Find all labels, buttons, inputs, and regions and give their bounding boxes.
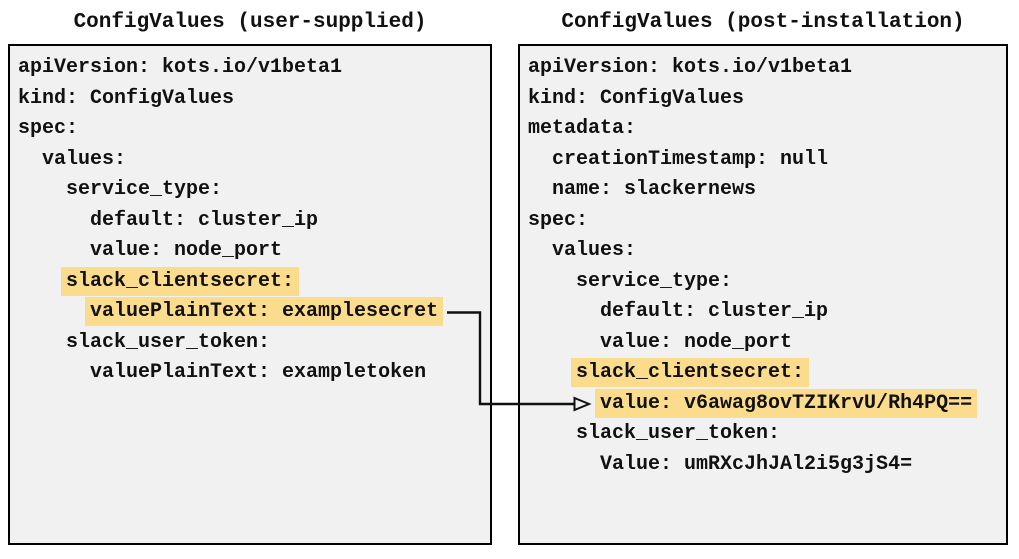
yaml-indent (528, 270, 576, 293)
yaml-indent (18, 300, 90, 323)
yaml-line: slack_clientsecret: (528, 358, 1006, 389)
yaml-text: kind: ConfigValues (18, 86, 235, 110)
yaml-line: apiVersion: kots.io/v1beta1 (18, 53, 490, 84)
left-panel-title: ConfigValues (user-supplied) (73, 11, 427, 34)
yaml-indent (528, 148, 552, 171)
yaml-indent (18, 270, 66, 293)
yaml-text: slack_clientsecret: (571, 358, 810, 387)
yaml-text: Value: umRXcJhJAl2i5g3jS4= (600, 452, 913, 476)
yaml-line: kind: ConfigValues (18, 84, 490, 115)
yaml-line: spec: (528, 206, 1006, 237)
yaml-text: value: node_port (90, 239, 283, 262)
yaml-text: slack_user_token: (66, 330, 271, 354)
yaml-line: Value: umRXcJhJAl2i5g3jS4= (528, 450, 1006, 481)
yaml-text: values: (42, 147, 127, 171)
yaml-text: service_type: (66, 178, 223, 201)
yaml-indent (528, 422, 576, 445)
yaml-indent (528, 300, 600, 323)
yaml-line: apiVersion: kots.io/v1beta1 (528, 53, 1006, 84)
yaml-text: value: node_port (600, 330, 793, 354)
yaml-line: name: slackernews (528, 175, 1006, 206)
yaml-indent (18, 239, 90, 262)
yaml-line: slack_user_token: (18, 328, 490, 359)
yaml-text: apiVersion: kots.io/v1beta1 (18, 56, 343, 79)
yaml-text: creationTimestamp: null (552, 147, 829, 171)
yaml-line: default: cluster_ip (18, 206, 490, 237)
yaml-text: metadata: (528, 117, 637, 140)
yaml-text: value: v6awag8ovTZIKrvU/Rh4PQ== (595, 388, 978, 418)
post-installation-yaml: apiVersion: kots.io/v1beta1 kind: ConfigV… (528, 53, 1006, 480)
yaml-indent (18, 148, 42, 171)
yaml-indent (18, 361, 90, 384)
yaml-line: kind: ConfigValues (528, 84, 1006, 115)
yaml-line: valuePlainText: examplesecret (18, 297, 490, 328)
yaml-line: value: node_port (528, 328, 1006, 359)
yaml-line: value: node_port (18, 236, 490, 267)
yaml-line: default: cluster_ip (528, 297, 1006, 328)
yaml-indent (18, 178, 66, 201)
yaml-indent (18, 331, 66, 354)
yaml-indent (528, 331, 600, 354)
yaml-text: slack_user_token: (576, 422, 781, 445)
yaml-line: values: (18, 145, 490, 176)
yaml-line: service_type: (18, 175, 490, 206)
yaml-text: slack_clientsecret: (61, 266, 300, 296)
yaml-line: slack_clientsecret: (18, 266, 490, 298)
yaml-line: metadata: (528, 114, 1006, 145)
yaml-indent (528, 239, 552, 262)
yaml-line: values: (528, 236, 1006, 267)
yaml-indent (528, 453, 600, 476)
right-panel-title: ConfigValues (post-installation) (561, 11, 965, 34)
yaml-indent (528, 392, 600, 415)
post-installation-config-panel: apiVersion: kots.io/v1beta1 kind: ConfigV… (518, 44, 1008, 545)
yaml-text: service_type: (576, 269, 733, 293)
yaml-text: default: cluster_ip (600, 300, 829, 323)
yaml-line: value: v6awag8ovTZIKrvU/Rh4PQ== (528, 388, 1006, 420)
yaml-text: default: cluster_ip (90, 208, 319, 232)
user-supplied-config-panel: apiVersion: kots.io/v1beta1 kind: ConfigV… (8, 44, 492, 545)
yaml-text: name: slackernews (552, 178, 757, 201)
yaml-text: kind: ConfigValues (528, 86, 745, 110)
yaml-line: service_type: (528, 267, 1006, 298)
yaml-text: values: (552, 239, 637, 262)
yaml-text: valuePlainText: examplesecret (85, 297, 444, 326)
yaml-indent (528, 178, 552, 201)
yaml-indent (528, 361, 576, 384)
yaml-line: slack_user_token: (528, 419, 1006, 450)
yaml-text: spec: (18, 117, 79, 140)
yaml-indent (18, 209, 90, 232)
yaml-text: apiVersion: kots.io/v1beta1 (528, 56, 853, 79)
yaml-line: spec: (18, 114, 490, 145)
yaml-line: creationTimestamp: null (528, 145, 1006, 176)
yaml-text: valuePlainText: exampletoken (90, 361, 427, 384)
user-supplied-yaml: apiVersion: kots.io/v1beta1 kind: ConfigV… (18, 53, 490, 389)
yaml-line: valuePlainText: exampletoken (18, 358, 490, 389)
yaml-text: spec: (528, 208, 589, 232)
